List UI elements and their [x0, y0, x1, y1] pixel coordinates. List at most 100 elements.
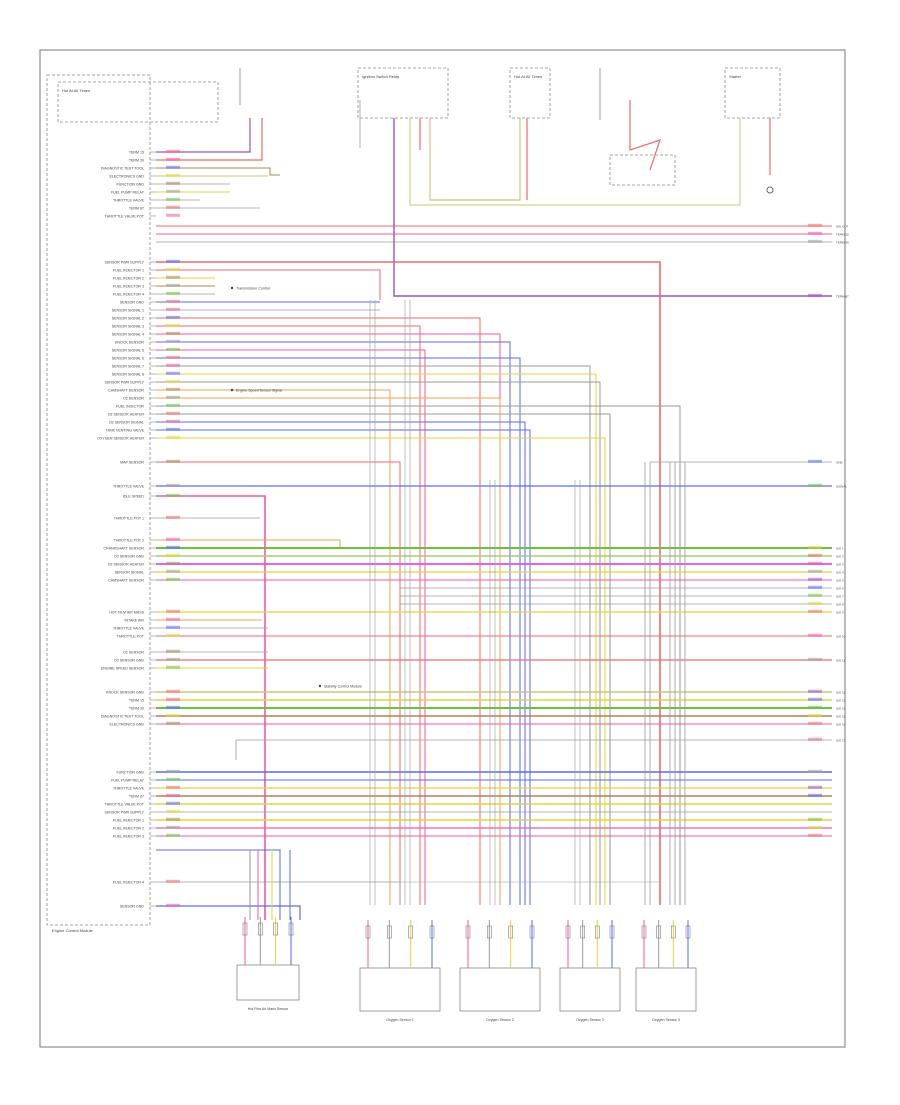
connector-terminal [641, 925, 647, 939]
right-edge-label: SIG 5 [836, 579, 844, 583]
wire-to-sensor [156, 389, 391, 905]
wire-color-tag [166, 649, 180, 653]
wire-color-tag [808, 689, 822, 693]
pin-label: TANK VENTING VALVE [106, 429, 145, 433]
pin-label: FUEL INJECTOR 4 [113, 293, 144, 297]
pin-label: FUEL INJECTOR 3 [113, 285, 144, 289]
wire-color-tag [808, 817, 822, 821]
wire-color-tag [166, 705, 180, 709]
wire-color-tag [808, 769, 822, 773]
starter-box [609, 154, 676, 186]
wire-color-tag [166, 403, 180, 407]
wire-color-tag [808, 793, 822, 797]
wire-to-sensor [156, 381, 601, 905]
wire-color-tag [166, 793, 180, 797]
pin-label: ELECTRONICS GND [109, 175, 144, 179]
wire-color-tag [166, 157, 180, 161]
wire-color-tag [166, 267, 180, 271]
pin-label: SENSOR PWR SUPPLY [105, 261, 145, 265]
wire-color-tag [166, 809, 180, 813]
right-edge-label: SIG 8 [836, 603, 844, 607]
pin-label: FUEL INJECTOR 2 [113, 827, 144, 831]
bottom-component-label: Oxygen Sensor 1 [386, 1018, 414, 1022]
wire-color-tag [166, 483, 180, 487]
top-component-label: Hot At All Times [514, 74, 542, 79]
connector-terminal [595, 925, 600, 939]
pin-label: TERM 30 [129, 707, 144, 711]
connector-terminal [671, 925, 676, 939]
pin-label: KNOCK SENSOR [115, 341, 144, 345]
wire-color-tag [166, 347, 180, 351]
wire-color-tag [166, 833, 180, 837]
note-dot [318, 684, 322, 688]
pin-label: TERM 87 [129, 207, 144, 211]
pin-label: THROTTLE VALVE [113, 485, 145, 489]
wire-color-tag [808, 483, 822, 487]
wire-color-tag [808, 697, 822, 701]
wire-color-tag [808, 705, 822, 709]
wire-color-tag [166, 213, 180, 217]
bottom-component-box [559, 967, 621, 1012]
wire-color-tag [166, 339, 180, 343]
bottom-component-label: Oxygen Sensor 3 [576, 1018, 604, 1022]
wire-color-tag [166, 197, 180, 201]
wire-color-tag [808, 239, 822, 243]
bottom-component-box [236, 964, 300, 1001]
pin-label: FUEL INJECTOR [116, 405, 144, 409]
wire-color-tag [166, 307, 180, 311]
right-edge-label: SIG 1 [836, 547, 844, 551]
pin-label: THROTTLE POT 1 [114, 517, 144, 521]
pin-label: FUEL INJECTOR 2 [113, 277, 144, 281]
wire-color-tag [808, 569, 822, 573]
pin-label: TERM 15 [129, 699, 144, 703]
wire-to-sensor [156, 461, 401, 905]
pin-label: OXYGEN SENSOR HEATER [97, 437, 144, 441]
top-component-label: Starter [729, 74, 742, 79]
wire-color-tag [808, 293, 822, 297]
top-component-box [509, 67, 551, 119]
engine-control-module: Engine Control Module [46, 74, 151, 933]
connector-terminal [273, 922, 278, 936]
bottom-component-label: Oxygen Sensor 2 [486, 1018, 514, 1022]
wire-color-tag [166, 785, 180, 789]
top-component-box [724, 67, 781, 119]
pin-label: O2 SENSOR HEATER [108, 413, 145, 417]
wire-color-tag [808, 601, 822, 605]
pin-label: SENSOR SIGNAL 5 [112, 349, 144, 353]
wire-color-tag [808, 721, 822, 725]
wire-starter [629, 100, 661, 171]
wire-color-tag [166, 545, 180, 549]
right-edge-label: SIG 3 [836, 563, 844, 567]
wire-to-sensor [156, 413, 611, 905]
wire-to-sensor [156, 325, 421, 905]
wire-short [156, 539, 341, 548]
wire-color-tag [808, 231, 822, 235]
pin-label: SENSOR SIGNAL 6 [112, 357, 144, 361]
wire-color-tag [166, 553, 180, 557]
right-edge-label: SIGNAL [836, 485, 847, 489]
wire-short [156, 905, 301, 920]
wire-color-tag [808, 577, 822, 581]
pin-label: FUEL INJECTOR 1 [113, 269, 144, 273]
wire-to-sensor [156, 317, 481, 905]
right-edge-label: TERM 87 [836, 295, 849, 299]
wire-color-tag [166, 331, 180, 335]
pin-label: IDLE SPEED [123, 495, 145, 499]
note-dot [230, 388, 234, 392]
pin-label: CAMSHAFT SENSOR [108, 389, 144, 393]
connector-terminal [387, 925, 392, 939]
right-edge-label: SIG 15 [836, 715, 846, 719]
pin-label: SENSOR PWR SUPPLY [105, 381, 145, 385]
wire-color-tag [166, 801, 180, 805]
wire-to-sensor [156, 405, 681, 905]
wire-color-tag [166, 493, 180, 497]
wire-color-tag [166, 283, 180, 287]
wire-color-tag [166, 817, 180, 821]
wire-color-tag [808, 713, 822, 717]
wire-to-sensor [156, 349, 426, 905]
connector-terminal [656, 925, 661, 939]
wire-color-tag [166, 561, 180, 565]
wire-color-tag [166, 427, 180, 431]
